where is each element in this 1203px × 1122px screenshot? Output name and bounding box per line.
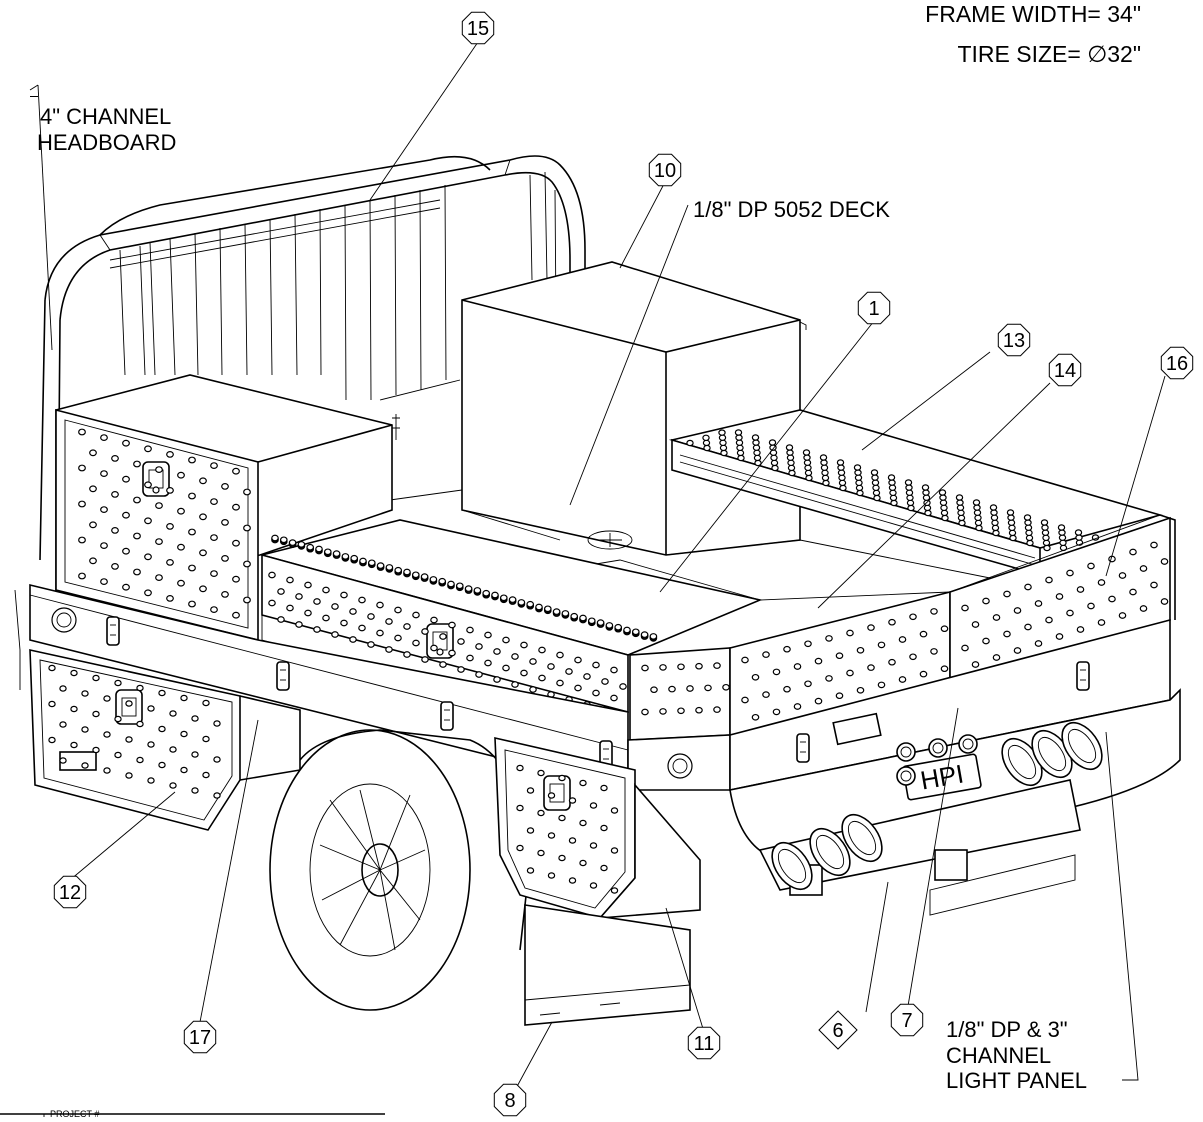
balloon-1: 1 — [857, 291, 891, 325]
tire-size-note: TIRE SIZE= ∅32" — [957, 41, 1141, 67]
marker-light — [896, 766, 916, 786]
balloon-label: 6 — [832, 1020, 843, 1042]
balloon-7: 7 — [890, 1003, 924, 1037]
rear-panel-holes — [641, 541, 1169, 721]
tail-light — [1061, 722, 1103, 770]
tail-light — [771, 842, 813, 890]
lower-toolbox-latch-left — [115, 689, 143, 725]
headboard-note-line1: 4" CHANNEL — [40, 104, 172, 129]
balloon-11: 11 — [687, 1026, 721, 1060]
left-toolbox-holes — [78, 428, 251, 619]
balloon-15: 15 — [461, 11, 495, 45]
light-panel-note-line1: 1/8" DP & 3" — [946, 1017, 1068, 1042]
balloon-label: 12 — [59, 882, 81, 904]
hwh-badge-rear — [832, 712, 882, 746]
balloon-label: 15 — [467, 18, 489, 40]
lower-frame-rail — [29, 583, 1171, 792]
balloon-label: 8 — [504, 1090, 515, 1112]
deck-note: 1/8" DP 5052 DECK — [693, 197, 890, 222]
hpi-logo-text: HPI — [918, 758, 966, 795]
tail-light — [809, 828, 851, 876]
marker-light — [928, 738, 948, 758]
balloon-12: 12 — [53, 875, 87, 909]
rail-clip — [796, 733, 810, 763]
toolbox-latch-left — [142, 461, 170, 497]
balloon-label: 16 — [1166, 353, 1188, 375]
headboard-note-line2: HEADBOARD — [37, 130, 177, 155]
receiver-hitch — [934, 849, 968, 881]
rail-clip — [1076, 661, 1090, 691]
balloon-10: 10 — [648, 153, 682, 187]
rail-clips — [106, 616, 1090, 770]
balloon-17: 17 — [183, 1020, 217, 1054]
wheel — [269, 729, 531, 1011]
balloon-8: 8 — [493, 1083, 527, 1117]
light-panel-note-line3: LIGHT PANEL — [946, 1068, 1088, 1093]
balloon-label: 13 — [1003, 330, 1025, 352]
leader-lines — [14, 41, 1166, 1093]
rail-clip — [440, 701, 454, 731]
light-panel-note-line2: CHANNEL — [946, 1043, 1052, 1068]
balloon-14: 14 — [1048, 353, 1082, 387]
lower-toolbox-latch-right — [543, 775, 571, 811]
tail-light — [841, 814, 883, 862]
headboard-note-tick — [30, 96, 38, 98]
balloon-label: 14 — [1054, 360, 1076, 382]
marker-light — [958, 734, 978, 754]
title-block-project-label: PROJECT # — [50, 1109, 100, 1119]
balloon-label: 17 — [189, 1027, 211, 1049]
hpi-logo: HPI — [902, 753, 982, 801]
balloon-16: 16 — [1160, 346, 1194, 380]
frame-width-note: FRAME WIDTH= 34" — [925, 1, 1141, 27]
mud-flap — [524, 904, 691, 1026]
balloon-6: 6 — [818, 1010, 858, 1050]
lower-right-toolbox-holes — [516, 764, 619, 894]
rail-clip — [276, 661, 290, 691]
marker-light — [896, 742, 916, 762]
tail-lights — [771, 722, 1103, 890]
rail-clip — [106, 616, 120, 646]
long-box-holes — [268, 534, 658, 718]
balloon-label: 10 — [654, 160, 676, 182]
balloon-label: 7 — [901, 1010, 912, 1032]
balloon-13: 13 — [997, 323, 1031, 357]
balloon-label: 11 — [694, 1033, 715, 1055]
center-tall-box — [461, 261, 807, 556]
balloon-label: 1 — [868, 298, 879, 320]
lower-left-toolbox-holes — [48, 664, 221, 799]
